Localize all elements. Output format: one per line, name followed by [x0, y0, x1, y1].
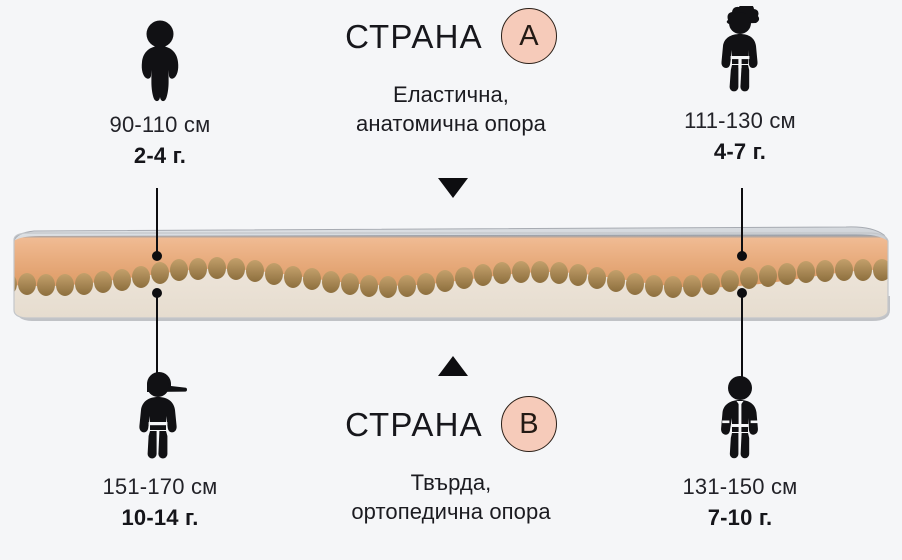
side-a-title-row: СТРАНА A — [281, 8, 621, 64]
side-b-panel: СТРАНА B Твърда, ортопедична опора — [281, 396, 621, 527]
leader-dot-firm-right — [737, 288, 747, 298]
age-group-top-right: 111-130 см 4-7 г. — [625, 6, 855, 165]
side-b-title-row: СТРАНА B — [281, 396, 621, 452]
leader-dot-elastic-left — [152, 251, 162, 261]
height-label: 131-150 см — [682, 474, 798, 499]
age-group-bottom-left: 151-170 см 10-14 г. — [45, 372, 275, 531]
side-a-description-line2: анатомична опора — [355, 111, 547, 137]
age-label: 7-10 г. — [707, 505, 773, 530]
age-group-bottom-right: 131-150 см 7-10 г. — [625, 372, 855, 531]
height-label: 111-130 см — [684, 108, 796, 133]
side-a-description: Еластична, анатомична опора — [281, 80, 621, 139]
age-group-top-left: 90-110 см 2-4 г. — [45, 10, 275, 169]
leader-dot-elastic-right — [737, 251, 747, 261]
toddler-figure-icon — [45, 10, 275, 102]
leader-line-bottom-left — [156, 292, 158, 380]
side-b-description: Твърда, ортопедична опора — [281, 468, 621, 527]
height-label: 90-110 см — [109, 112, 211, 137]
leader-dot-firm-left — [152, 288, 162, 298]
side-b-badge: B — [500, 396, 557, 452]
cap-wearing-teen-figure-icon — [45, 372, 275, 464]
leader-line-top-left — [156, 188, 158, 258]
arrow-down-icon — [438, 178, 468, 198]
arrow-up-icon — [438, 356, 468, 376]
leader-line-top-right — [741, 188, 743, 258]
height-label: 151-170 см — [102, 474, 218, 499]
leader-line-bottom-right — [741, 292, 743, 380]
side-b-title: СТРАНА — [345, 405, 483, 443]
side-a-title: СТРАНА — [345, 17, 483, 55]
curly-hair-child-figure-icon — [625, 6, 855, 98]
top-face-outline — [13, 226, 889, 242]
two-sided-mattress-cutaway — [0, 222, 902, 326]
bumpy-profile-interface — [14, 257, 888, 298]
age-label: 10-14 г. — [121, 505, 199, 530]
side-a-description-line1: Еластична, — [392, 82, 510, 107]
age-label: 4-7 г. — [713, 139, 767, 164]
age-label: 2-4 г. — [133, 143, 187, 168]
cover-seam — [14, 235, 888, 238]
mattress-outline — [13, 232, 889, 319]
elastic-foam-layer — [14, 233, 888, 288]
side-b-description-line2: ортопедична опора — [351, 499, 551, 525]
jacket-child-figure-icon — [625, 372, 855, 464]
side-a-panel: СТРАНА A Еластична, анатомична опора — [281, 8, 621, 139]
side-b-description-line1: Твърда, — [410, 470, 492, 495]
side-a-badge: A — [500, 8, 557, 64]
mattress-body — [14, 233, 888, 318]
